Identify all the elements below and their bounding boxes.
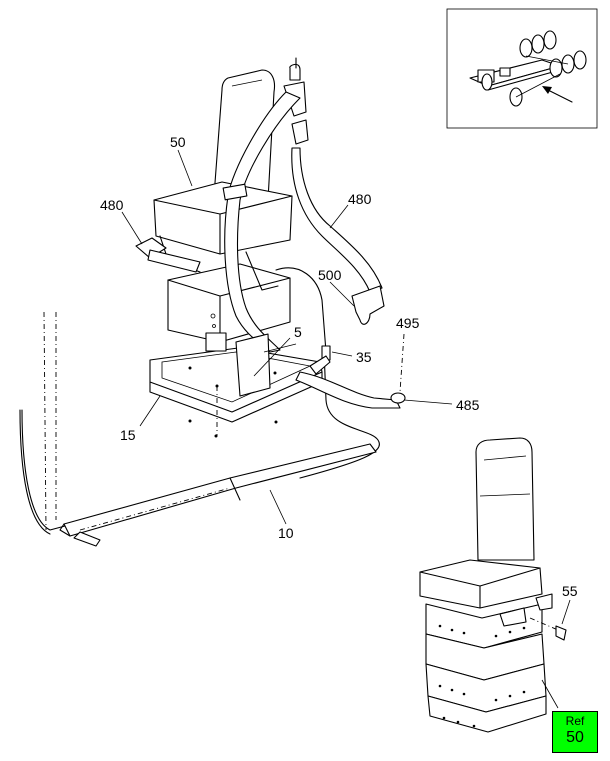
callout-480-right: 480 <box>348 191 372 207</box>
ref-label: Ref <box>565 714 585 728</box>
seat-assembly <box>153 69 293 291</box>
callout-35: 35 <box>356 349 372 365</box>
callout-labels: 50 480 480 500 5 35 495 485 15 10 55 <box>100 134 578 599</box>
callout-480-left: 480 <box>100 197 124 213</box>
callout-50: 50 <box>170 134 186 150</box>
cable-harness <box>19 267 380 535</box>
chassis-locator-inset <box>446 8 598 129</box>
alternate-seat-assembly <box>419 437 567 733</box>
callout-495: 495 <box>396 315 420 331</box>
callout-5: 5 <box>294 324 302 340</box>
seat-base-plate <box>149 347 323 438</box>
floor-tube <box>59 443 377 547</box>
callout-55: 55 <box>562 583 578 599</box>
callout-10: 10 <box>278 525 294 541</box>
chassis-drawing <box>469 30 587 107</box>
mounting-bracket <box>235 333 297 397</box>
lap-belt-buckle <box>135 237 201 273</box>
inset-frame <box>446 8 598 129</box>
callout-485: 485 <box>456 397 480 413</box>
belt-anchor-strap <box>295 355 406 409</box>
ref-box: Ref 50 <box>552 711 598 753</box>
location-arrow <box>542 86 573 103</box>
callout-15: 15 <box>120 427 136 443</box>
seat-belt-shoulder <box>222 57 385 353</box>
ref-number: 50 <box>566 729 584 746</box>
leader-lines <box>121 149 571 709</box>
callout-500: 500 <box>318 267 342 283</box>
